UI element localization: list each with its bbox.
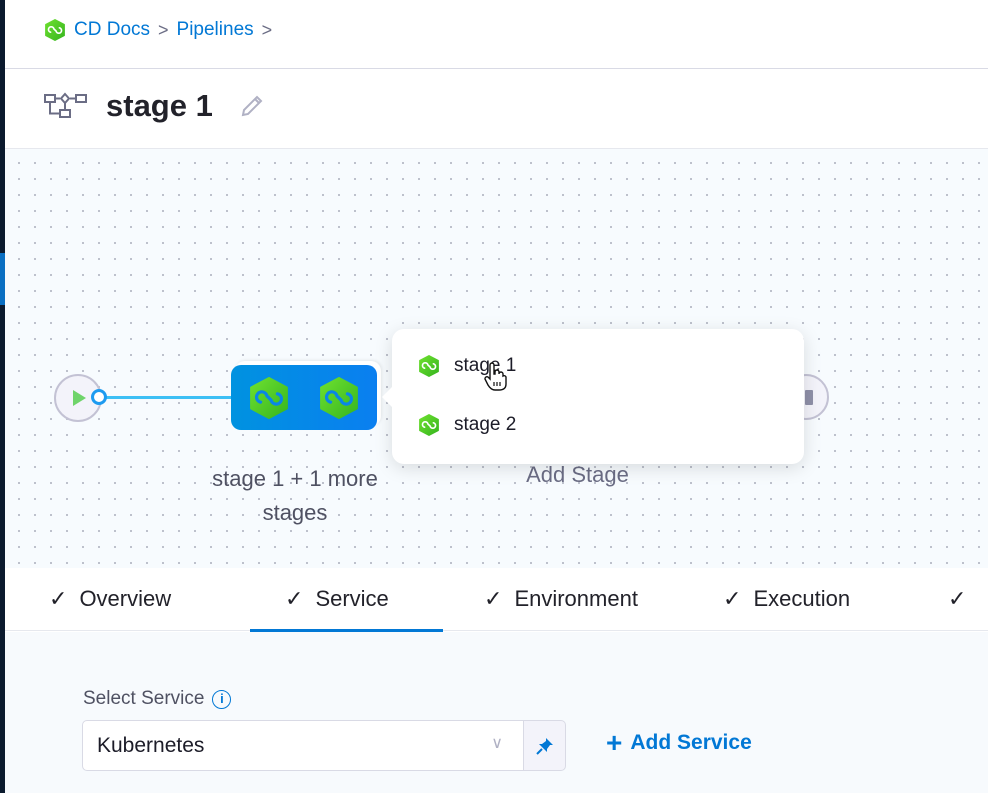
add-service-button[interactable]: + Add Service <box>606 727 752 758</box>
pipeline-link <box>106 396 232 399</box>
cd-hexagon-icon <box>418 414 440 436</box>
pin-icon <box>535 737 553 755</box>
tab-label: Service <box>315 586 389 611</box>
tab-label: Execution <box>753 586 851 611</box>
hand-cursor-icon <box>484 362 507 391</box>
check-icon: ✓ <box>723 586 742 611</box>
select-service-label: Select Service i <box>83 688 232 710</box>
service-panel: Select Service i Kubernetes ∨ + Add Serv… <box>5 632 988 793</box>
breadcrumb-separator: > <box>261 19 273 40</box>
service-select[interactable]: Kubernetes ∨ <box>82 720 524 771</box>
stage-group-node[interactable] <box>231 365 377 430</box>
left-nav-active-indicator <box>0 253 5 305</box>
page-title: stage 1 <box>106 88 213 123</box>
page-header <box>5 0 988 148</box>
header-divider <box>5 68 988 69</box>
cd-hexagon-icon <box>248 377 290 419</box>
check-icon: ✓ <box>484 586 503 611</box>
popover-item-label: stage 2 <box>454 414 517 435</box>
popover-item-label: stage 1 <box>454 355 517 376</box>
tab-label: Overview <box>79 586 172 611</box>
tab-service[interactable]: ✓ Service <box>285 586 389 612</box>
stage-group-popover: stage 1 stage 2 <box>382 329 804 464</box>
info-icon[interactable]: i <box>212 689 232 709</box>
pin-button[interactable] <box>524 720 566 771</box>
popover-item-stage-2[interactable]: stage 2 <box>418 414 516 436</box>
active-tab-indicator <box>250 629 443 632</box>
pipeline-stage-icon <box>44 92 87 118</box>
tab-environment[interactable]: ✓ Environment <box>484 586 638 612</box>
edit-pencil-icon[interactable] <box>239 93 265 119</box>
select-service-label-text: Select Service <box>83 688 205 709</box>
service-select-value: Kubernetes <box>97 734 205 757</box>
check-icon: ✓ <box>49 586 68 611</box>
stage-title-bar: stage 1 <box>44 88 265 124</box>
tab-execution[interactable]: ✓ Execution <box>723 586 850 612</box>
breadcrumb: CD Docs > Pipelines > <box>44 19 280 41</box>
cd-hexagon-icon <box>44 19 66 41</box>
breadcrumb-separator: > <box>158 19 169 40</box>
breadcrumb-cd-docs[interactable]: CD Docs <box>74 19 151 40</box>
plus-icon: + <box>606 727 623 758</box>
cd-hexagon-icon <box>418 355 440 377</box>
tab-overview[interactable]: ✓ Overview <box>49 586 171 612</box>
start-port[interactable] <box>91 389 107 405</box>
check-icon: ✓ <box>285 586 304 611</box>
chevron-down-icon: ∨ <box>491 735 503 752</box>
popover-item-stage-1[interactable]: stage 1 <box>418 355 516 377</box>
stage-tabs: ✓ Overview ✓ Service ✓ Environment ✓ Executi… <box>5 568 988 632</box>
play-icon <box>73 390 86 406</box>
tab-more-cutoff[interactable]: ✓ <box>948 586 978 612</box>
tab-label: Environment <box>514 586 638 611</box>
add-stage-label[interactable]: Add Stage <box>526 462 629 487</box>
stop-icon <box>805 390 813 405</box>
stage-group-label: stage 1 + 1 more stages <box>212 466 378 525</box>
breadcrumb-pipelines[interactable]: Pipelines <box>176 19 254 40</box>
cd-hexagon-icon <box>318 377 360 419</box>
check-icon: ✓ <box>948 586 967 611</box>
add-service-label: Add Service <box>630 731 752 754</box>
left-nav-strip <box>0 0 5 793</box>
